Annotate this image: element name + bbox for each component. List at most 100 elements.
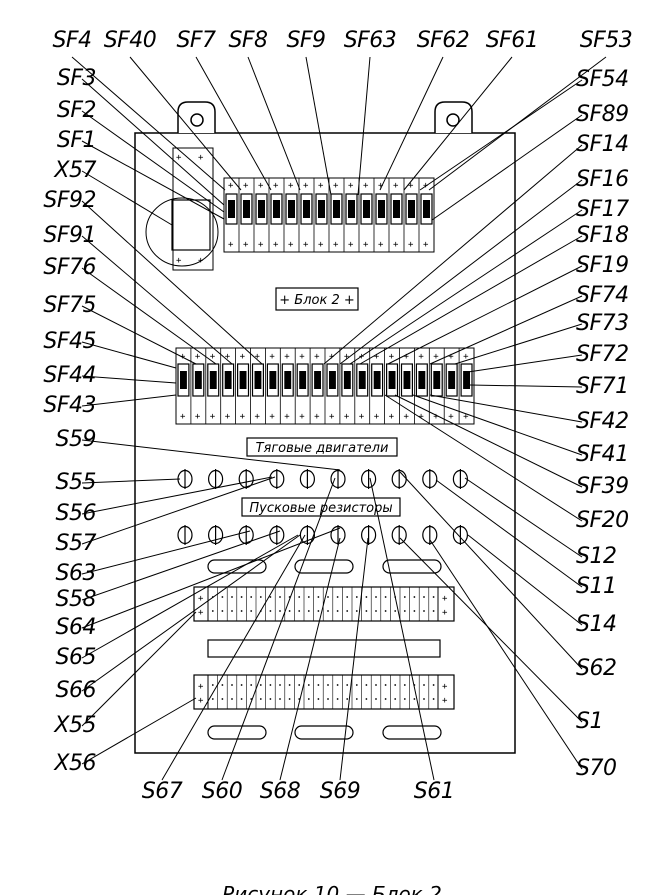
- terminal-screw: [365, 610, 368, 612]
- toggle-switch: [330, 469, 346, 489]
- terminal-plus: +: [243, 181, 249, 191]
- terminal-screw: [298, 610, 301, 612]
- breaker-body: [400, 363, 413, 397]
- callout-s69: S69: [320, 779, 360, 804]
- terminal-plus: +: [288, 181, 294, 191]
- breaker-toggle: [239, 371, 247, 389]
- terminal-plus: +: [404, 352, 410, 362]
- terminal-block-x55: ++++: [193, 586, 455, 622]
- leader-sf45: [81, 341, 177, 369]
- terminal-plus: +: [240, 412, 246, 422]
- terminal-plus: +: [255, 352, 261, 362]
- terminal-plus: +: [348, 240, 354, 250]
- leader-sf17: [349, 209, 583, 365]
- breaker-body: [420, 193, 433, 225]
- breaker-body: [192, 363, 205, 397]
- toggle-switch: [299, 525, 315, 545]
- leader-x57: [81, 170, 173, 226]
- leader-s11: [435, 479, 583, 588]
- terminal-screw: [211, 684, 214, 686]
- breaker-toggle: [358, 371, 366, 389]
- callout-sf42: SF42: [576, 409, 629, 434]
- toggle-switch: [177, 469, 193, 489]
- callout-sf4: SF4: [52, 28, 91, 53]
- leader-lines: [71, 56, 607, 781]
- callout-sf73: SF73: [576, 311, 629, 336]
- terminal-plus: +: [269, 412, 275, 422]
- terminal-plus: +: [378, 240, 384, 250]
- terminal-screw: [288, 684, 291, 686]
- terminal-plus: +: [433, 412, 439, 422]
- terminal-screw: [307, 596, 310, 598]
- terminal-plus: +: [288, 240, 294, 250]
- terminal-screw: [221, 610, 224, 612]
- callout-sf16: SF16: [576, 167, 629, 192]
- callout-sf76: SF76: [43, 255, 96, 280]
- svg-text:+: +: [176, 153, 182, 163]
- block-label-box: + Блок 2 +: [275, 287, 359, 311]
- breaker-body: [371, 363, 384, 397]
- breaker-toggle: [329, 371, 336, 389]
- terminal-plus: +: [303, 181, 309, 191]
- callout-s58: S58: [56, 587, 97, 612]
- terminal-plus: +: [344, 412, 350, 422]
- toggle-switch: [269, 469, 285, 489]
- terminal-screw: [240, 610, 243, 612]
- callout-sf40: SF40: [104, 28, 157, 53]
- terminal-screw: [403, 698, 406, 700]
- leader-s62: [399, 471, 583, 670]
- leader-s14: [467, 534, 583, 626]
- breaker-body: [177, 363, 190, 397]
- terminal-plus: +: [363, 181, 369, 191]
- toggle-switch: [361, 525, 377, 545]
- breaker-toggle: [448, 371, 456, 389]
- terminal-plus: +: [408, 240, 414, 250]
- terminal-plus: +: [448, 352, 454, 362]
- terminal-plus: +: [433, 352, 439, 362]
- callout-s63: S63: [56, 561, 96, 586]
- leader-sf4: [71, 56, 226, 191]
- terminal-screw: [231, 684, 233, 686]
- callout-sf74: SF74: [576, 283, 629, 308]
- callout-x57: X57: [53, 158, 96, 183]
- leader-s68: [279, 537, 341, 781]
- toggle-switch: [452, 525, 468, 545]
- terminal-plus: +: [269, 352, 275, 362]
- terminal-plus: +: [463, 352, 469, 362]
- breaker-toggle: [408, 200, 415, 218]
- leader-s58: [81, 530, 281, 601]
- terminal-screw: [327, 698, 329, 700]
- starting-resistors-label-box: Пусковые резисторы: [241, 497, 401, 517]
- toggle-switch: [422, 525, 438, 545]
- breaker-toggle: [418, 371, 426, 389]
- terminal-plus: +: [198, 682, 204, 692]
- terminal-plus: +: [389, 412, 395, 422]
- breaker-toggle: [463, 371, 470, 389]
- terminal-screw: [317, 610, 320, 612]
- leader-sf9: [305, 56, 332, 196]
- terminal-screw: [375, 684, 377, 686]
- leader-sf14: [323, 144, 583, 365]
- terminal-screw: [317, 698, 320, 700]
- toggle-switch: [361, 469, 377, 489]
- breaker-body: [255, 193, 268, 225]
- breaker-toggle: [288, 200, 295, 218]
- terminal-plus: +: [258, 240, 264, 250]
- terminal-screw: [403, 684, 406, 686]
- mounting-lug-right: [434, 101, 473, 133]
- leader-sf42: [429, 394, 583, 423]
- callout-sf89: SF89: [576, 102, 629, 127]
- terminal-screw: [288, 698, 291, 700]
- breaker-body: [296, 363, 309, 397]
- breaker-toggle: [388, 371, 396, 389]
- svg-text:+: +: [198, 153, 204, 163]
- terminal-screw: [279, 684, 281, 686]
- terminal-plus: +: [273, 181, 279, 191]
- breaker-body: [341, 363, 354, 397]
- terminal-plus: +: [442, 696, 448, 706]
- breaker-toggle: [224, 371, 232, 389]
- breaker-body: [311, 363, 324, 397]
- toggle-switch: [422, 469, 438, 489]
- terminal-plus: +: [333, 181, 339, 191]
- terminal-plus: +: [299, 352, 305, 362]
